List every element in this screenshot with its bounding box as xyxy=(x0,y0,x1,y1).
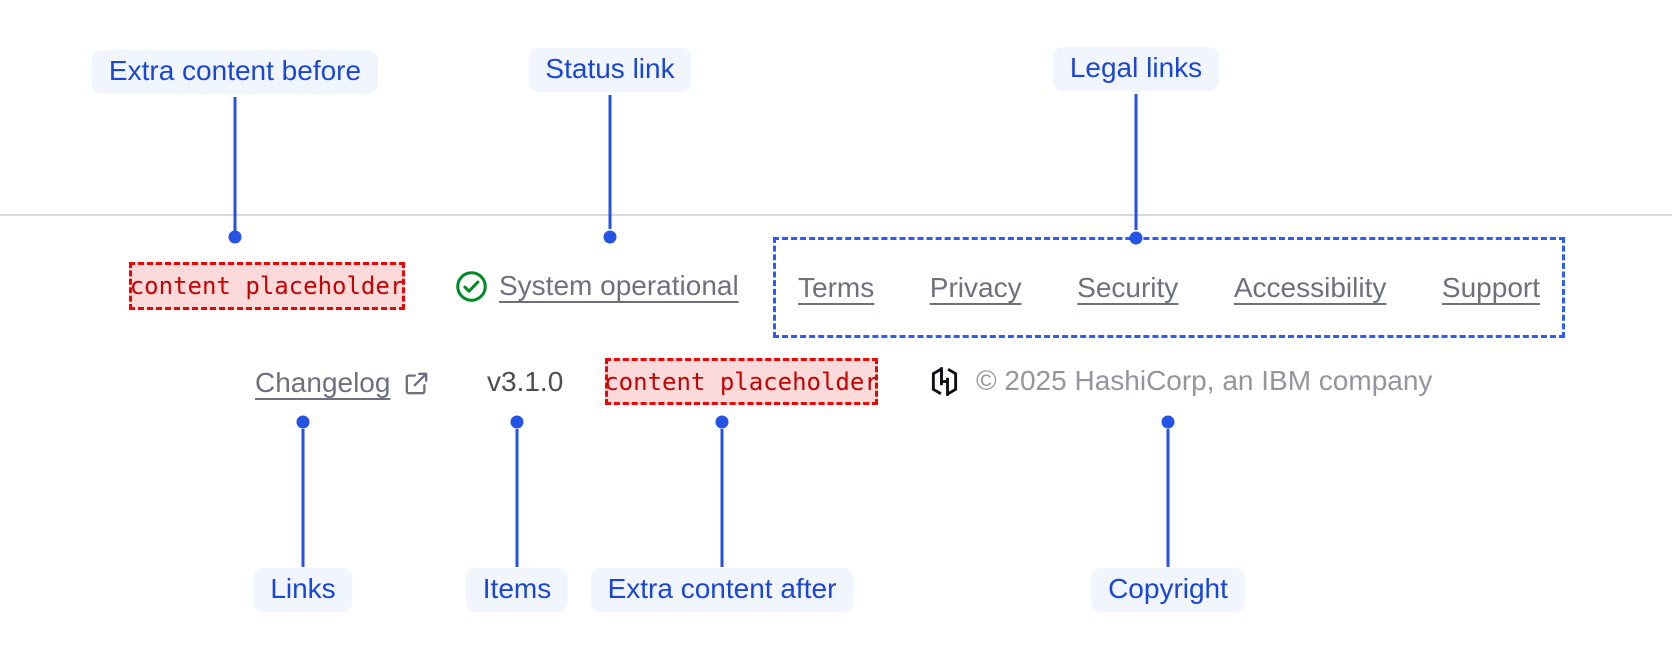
placeholder-label: content placeholder xyxy=(604,367,879,396)
connector-line xyxy=(515,429,519,567)
placeholder-label: content placeholder xyxy=(129,272,405,300)
legal-link-accessibility[interactable]: Accessibility xyxy=(1233,271,1387,303)
callout-legal-links: Legal links xyxy=(1052,47,1220,91)
anchor-dot xyxy=(228,230,242,244)
anchor-dot xyxy=(296,415,310,429)
connector-line xyxy=(233,97,237,231)
anchor-dot xyxy=(1129,231,1143,245)
callout-copyright: Copyright xyxy=(1091,568,1245,612)
anchor-dot xyxy=(1161,415,1175,429)
legal-links-region: Terms Privacy Security Accessibility Sup… xyxy=(773,237,1565,338)
copyright-text: © 2025 HashiCorp, an IBM company xyxy=(976,365,1433,396)
callout-status-link: Status link xyxy=(528,48,692,92)
legal-link-terms[interactable]: Terms xyxy=(798,271,875,303)
callout-extra-content-after: Extra content after xyxy=(590,568,854,612)
callout-extra-content-before: Extra content before xyxy=(91,50,379,94)
changelog-link-label[interactable]: Changelog xyxy=(255,367,391,398)
callout-links: Links xyxy=(253,568,353,612)
anchor-dot xyxy=(715,415,729,429)
connector-line xyxy=(608,95,612,229)
connector-line xyxy=(720,429,724,567)
hashicorp-logo xyxy=(928,365,961,398)
legal-link-privacy[interactable]: Privacy xyxy=(929,271,1022,303)
legal-link-support[interactable]: Support xyxy=(1441,271,1540,303)
changelog-link[interactable]: Changelog xyxy=(255,360,430,406)
footer-top-divider xyxy=(0,214,1672,216)
connector-line xyxy=(1134,94,1138,230)
copyright-region: © 2025 HashiCorp, an IBM company xyxy=(928,364,1432,398)
status-link[interactable]: System operational xyxy=(455,262,739,310)
extra-content-after-placeholder: content placeholder xyxy=(604,358,879,405)
callout-items: Items xyxy=(465,568,569,612)
extra-content-before-placeholder: content placeholder xyxy=(129,262,405,310)
anchor-dot xyxy=(510,415,524,429)
version-label: v3.1.0 xyxy=(487,366,564,397)
connector-line xyxy=(1166,429,1170,567)
status-link-label[interactable]: System operational xyxy=(499,270,739,301)
check-circle-icon xyxy=(455,270,488,303)
external-link-icon xyxy=(403,370,430,397)
connector-line xyxy=(301,429,305,567)
legal-link-security[interactable]: Security xyxy=(1077,271,1179,303)
anchor-dot xyxy=(603,230,617,244)
